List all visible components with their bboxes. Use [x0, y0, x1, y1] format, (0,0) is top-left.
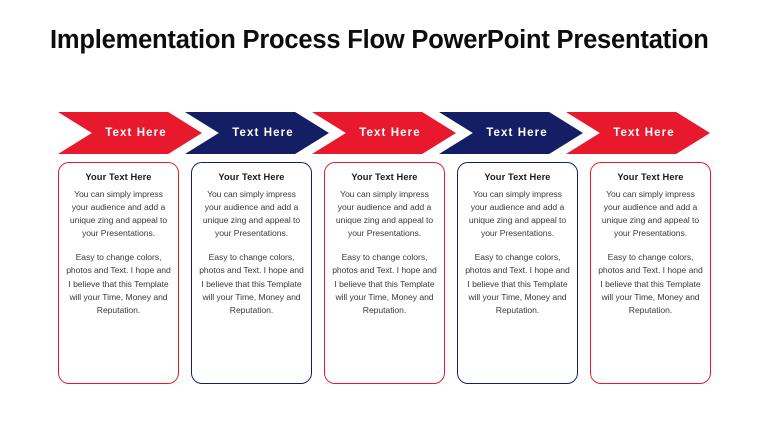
card-paragraph-2b: Easy to change colors, photos and Text. … [199, 252, 304, 315]
card-heading-1: Your Text Here [85, 172, 152, 182]
card-paragraph-5b: Easy to change colors, photos and Text. … [598, 252, 703, 315]
content-card-2[interactable]: Your Text Here You can simply impress yo… [191, 162, 312, 384]
process-step-banner-row: Text Here Text Here Text Here Text Here … [58, 112, 710, 154]
content-card-4[interactable]: Your Text Here You can simply impress yo… [457, 162, 578, 384]
process-step-chevron-3[interactable]: Text Here [312, 112, 456, 154]
card-paragraph-4a: You can simply impress your audience and… [468, 189, 567, 239]
card-heading-2: Your Text Here [218, 172, 285, 182]
content-card-3[interactable]: Your Text Here You can simply impress yo… [324, 162, 445, 384]
content-card-row: Your Text Here You can simply impress yo… [58, 162, 711, 384]
card-paragraph-4b: Easy to change colors, photos and Text. … [465, 252, 570, 315]
card-heading-3: Your Text Here [351, 172, 418, 182]
process-step-label-2: Text Here [232, 127, 294, 139]
process-step-chevron-1[interactable]: Text Here [58, 112, 202, 154]
process-step-label-5: Text Here [613, 127, 675, 139]
process-step-label-4: Text Here [486, 127, 548, 139]
card-heading-5: Your Text Here [617, 172, 684, 182]
card-paragraph-3a: You can simply impress your audience and… [335, 189, 434, 239]
card-paragraph-2a: You can simply impress your audience and… [202, 189, 301, 239]
process-step-chevron-5[interactable]: Text Here [566, 112, 710, 154]
page-title: Implementation Process Flow PowerPoint P… [50, 26, 709, 54]
card-paragraph-1b: Easy to change colors, photos and Text. … [66, 252, 171, 315]
card-paragraph-1a: You can simply impress your audience and… [69, 189, 168, 239]
process-step-label-3: Text Here [359, 127, 421, 139]
content-card-1[interactable]: Your Text Here You can simply impress yo… [58, 162, 179, 384]
card-paragraph-5a: You can simply impress your audience and… [601, 189, 700, 239]
card-paragraph-3b: Easy to change colors, photos and Text. … [332, 252, 437, 315]
process-step-chevron-2[interactable]: Text Here [185, 112, 329, 154]
card-heading-4: Your Text Here [484, 172, 551, 182]
process-step-label-1: Text Here [105, 127, 167, 139]
content-card-5[interactable]: Your Text Here You can simply impress yo… [590, 162, 711, 384]
process-step-chevron-4[interactable]: Text Here [439, 112, 583, 154]
